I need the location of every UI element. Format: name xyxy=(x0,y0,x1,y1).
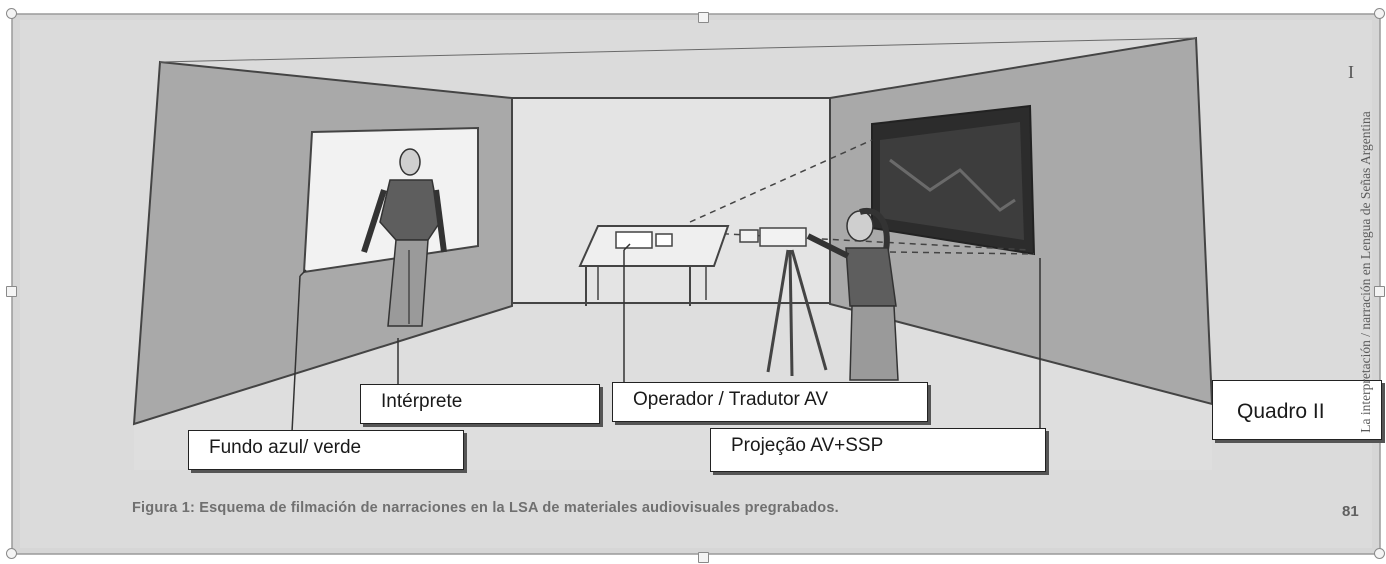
resize-handle-middle-left[interactable] xyxy=(6,286,17,297)
resize-handle-bottom-left[interactable] xyxy=(6,548,17,559)
back-wall xyxy=(511,97,831,304)
table xyxy=(578,225,730,267)
figure-caption: Figura 1: Esquema de filmación de narrac… xyxy=(132,500,839,516)
leader-fundo xyxy=(291,275,301,433)
label-interprete: Intérprete xyxy=(360,384,600,424)
corner-mark: I xyxy=(1348,62,1354,82)
page-number: 81 xyxy=(1342,503,1359,520)
resize-handle-middle-right[interactable] xyxy=(1374,286,1385,297)
label-fundo: Fundo azul/ verde xyxy=(188,430,464,470)
projector xyxy=(615,231,653,249)
tripod xyxy=(766,249,790,373)
interpreter-figure xyxy=(361,148,447,327)
label-projecao: Projeção AV+SSP xyxy=(710,428,1046,472)
resize-handle-top-right[interactable] xyxy=(1374,8,1385,19)
video-camera xyxy=(759,227,807,247)
resize-handle-bottom-center[interactable] xyxy=(698,552,709,563)
operator-figure xyxy=(806,207,899,381)
resize-handle-top-center[interactable] xyxy=(698,12,709,23)
label-operador: Operador / Tradutor AV xyxy=(612,382,928,422)
running-head: La interpretación / narración en Lengua … xyxy=(1358,111,1373,433)
label-quadro: Quadro II xyxy=(1212,380,1382,440)
resize-handle-top-left[interactable] xyxy=(6,8,17,19)
resize-handle-bottom-right[interactable] xyxy=(1374,548,1385,559)
